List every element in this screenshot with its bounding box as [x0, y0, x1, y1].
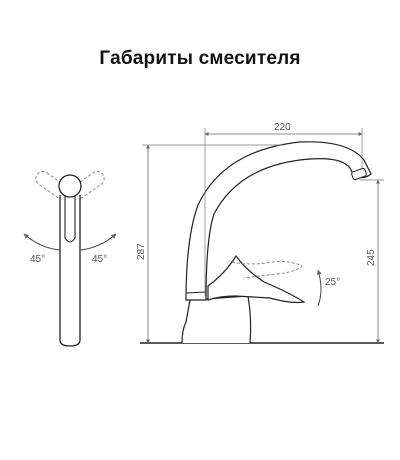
front-view-body [59, 195, 81, 347]
front-view-ghost-handle-right [68, 171, 105, 201]
rotation-arc-left [23, 233, 61, 251]
front-view: 45° 45° [23, 171, 117, 347]
total-height-label: 287 [136, 243, 147, 260]
rotation-label-left: 45° [30, 254, 45, 265]
handle-tilt-label: 25° [325, 277, 340, 288]
rotation-label-right: 45° [92, 254, 107, 265]
reach-label: 220 [274, 122, 291, 133]
front-view-knob [58, 174, 82, 198]
page-title: Габариты смесителя [99, 48, 301, 69]
spout-aerator [351, 167, 367, 181]
spout-height-label: 245 [366, 249, 377, 266]
faucet-spout [185, 141, 372, 301]
spout-collar [185, 291, 207, 294]
faucet-handle [207, 254, 306, 304]
handle-tilt-arc [316, 269, 322, 307]
front-view-lever [64, 195, 76, 243]
faucet-base [181, 295, 252, 344]
rotation-arc-right [79, 233, 117, 251]
side-view: 25° 220 287 245 [136, 122, 384, 344]
